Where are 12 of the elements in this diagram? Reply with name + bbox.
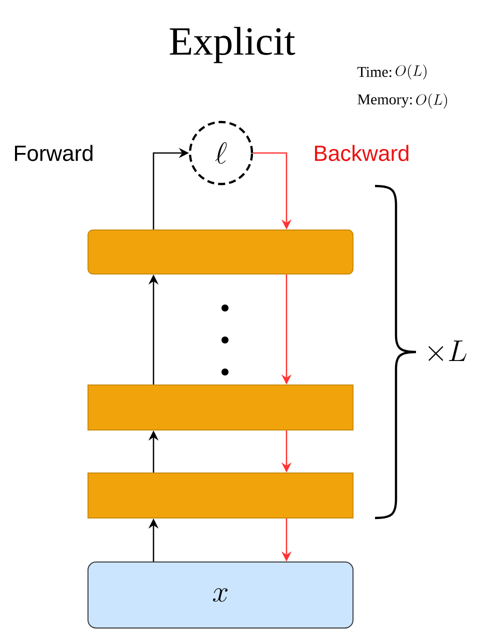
layer-block — [88, 230, 354, 274]
direction-label: Forward — [15, 144, 92, 162]
complexity-formula: $O(L)$ — [416, 94, 447, 109]
complexity-label: Memory: — [358, 94, 412, 108]
layer-block — [88, 472, 354, 518]
input-box: $x$ — [88, 562, 354, 628]
layer-block — [88, 384, 354, 430]
complexity-label: Time: — [357, 66, 392, 78]
title: Explicit — [170, 26, 296, 64]
complexity-formula: $O(L)$ — [396, 64, 426, 80]
direction-label: Backward — [315, 144, 408, 162]
repeat-label: $\times L$ — [428, 340, 466, 361]
